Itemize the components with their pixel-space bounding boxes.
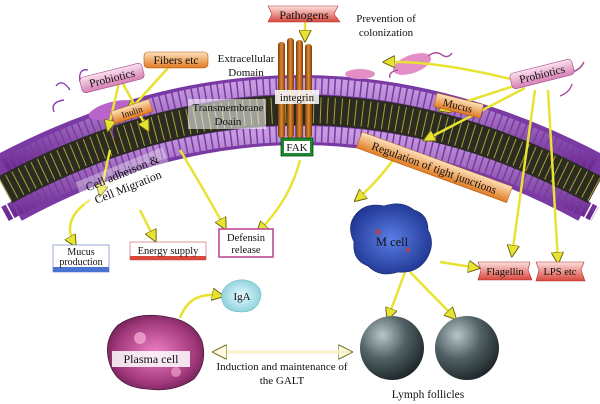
mucus-production-box: Mucus production <box>52 244 110 273</box>
probiotic-bacteria-right <box>345 52 585 97</box>
transmembrane-line-2: Doain <box>215 116 242 128</box>
m-cell: M cell <box>350 203 432 275</box>
defensin-line-2: release <box>231 245 260 256</box>
iga-blob: IgA <box>221 279 262 313</box>
inulin-box: Inulin <box>110 98 154 125</box>
connector-arrows <box>70 22 558 352</box>
fibers-box: Fibers etc <box>143 51 209 69</box>
lps-label: LPS etc <box>544 267 577 278</box>
extracellular-line-1: Extracellular <box>218 53 275 65</box>
fibers-label: Fibers etc <box>153 55 198 67</box>
flagellin-box: Flagellin <box>477 261 533 281</box>
lymph-follicle-left <box>360 316 424 380</box>
energy-supply-box: Energy supply <box>129 241 207 261</box>
integrin-box: integrin <box>275 90 319 104</box>
plasma-cell-label: Plasma cell <box>124 352 180 366</box>
transmembrane-box: Transmembrane Doain <box>188 99 266 129</box>
fak-label: FAK <box>286 142 307 154</box>
induction-line-1: Induction and maintenance of <box>216 361 347 373</box>
fak-box: FAK <box>280 137 314 157</box>
probiotics-left-box: Probiotics <box>79 63 145 93</box>
extracellular-line-2: Domain <box>228 67 264 79</box>
prevention-line-2: colonization <box>359 27 414 39</box>
defensin-line-1: Defensin <box>227 233 266 244</box>
pathogens-label: Pathogens <box>279 8 329 22</box>
iga-label: IgA <box>233 291 250 303</box>
mucus-production-line-2: production <box>59 257 102 268</box>
defensin-box: Defensin release <box>218 228 274 258</box>
mucus-production-line-1: Mucus <box>67 247 94 258</box>
probiotics-right-box: Probiotics <box>509 59 575 89</box>
flagellin-label: Flagellin <box>486 267 524 278</box>
lymph-follicle-right <box>435 316 499 380</box>
plasma-cell: Plasma cell <box>107 314 205 391</box>
prevention-line-1: Prevention of <box>356 13 416 25</box>
integrin-label: integrin <box>280 92 315 104</box>
m-cell-label: M cell <box>376 235 409 249</box>
pathogens-box: Pathogens <box>267 5 341 23</box>
transmembrane-line-1: Transmembrane <box>192 102 263 114</box>
induction-line-2: the GALT <box>260 375 305 387</box>
energy-supply-label: Energy supply <box>138 246 200 257</box>
lymph-follicles-label: Lymph follicles <box>392 389 465 401</box>
lymph-follicles: Lymph follicles <box>360 316 499 401</box>
lps-box: LPS etc <box>535 261 586 282</box>
